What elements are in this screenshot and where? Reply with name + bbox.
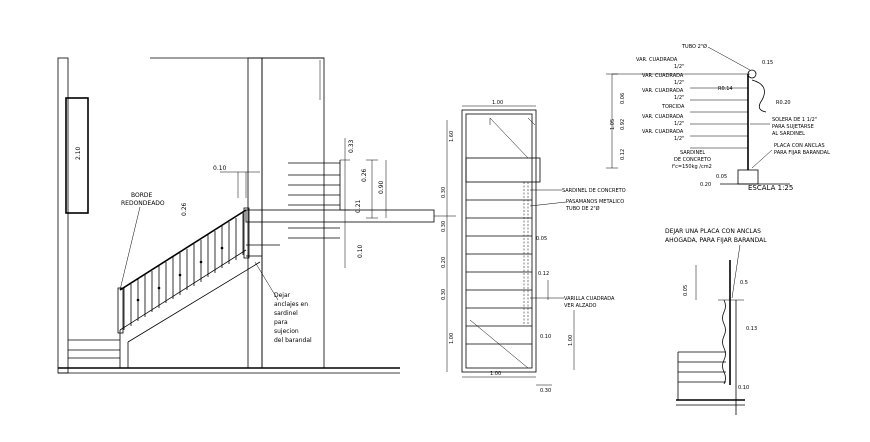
- center-column-b: [261, 57, 325, 369]
- upper-railing: [288, 160, 341, 239]
- dim-0-10-vert: 0.10: [357, 244, 364, 258]
- plan-dim-0-12: 0.12: [538, 271, 549, 277]
- stringer-bottom: [127, 261, 261, 343]
- borde-label-2: REDONDEADO: [121, 200, 165, 207]
- detail-sardinel: [737, 169, 759, 185]
- anchor-dim-0-05: 0.05: [683, 285, 689, 296]
- baluster-knots: [136, 246, 224, 302]
- dim-0-26-b: 0.26: [361, 168, 368, 182]
- detail-sardinel-3: f'c=150kg /cm2: [672, 164, 712, 170]
- center-column-a: [247, 57, 263, 369]
- anchor-dim-0-13: 0.13: [746, 326, 757, 332]
- borde-label-1: BORDE: [131, 192, 153, 199]
- detail-var5: VAR. CUADRADA: [642, 129, 684, 135]
- plan-dim-0-30: 0.30: [540, 388, 551, 394]
- dim-2-10: 2.10: [75, 146, 82, 160]
- detail-v-0-92: 0.92: [620, 119, 626, 130]
- dim-0-33: 0.33: [348, 139, 355, 153]
- detail-var4-size: 1/2": [674, 121, 684, 127]
- detail-solera-3: AL SARDINEL: [772, 131, 805, 137]
- detail-v-0-06: 0.06: [620, 93, 626, 104]
- detail-tube: [747, 69, 757, 79]
- stringer-top: [119, 249, 247, 331]
- detail-var2: VAR. CUADRADA: [642, 73, 684, 79]
- plan-dim-bottom: 1.00: [490, 371, 501, 377]
- landing-slab: [245, 209, 435, 223]
- plan-dim-right: 1.00: [568, 335, 574, 346]
- detail-var4: VAR. CUADRADA: [642, 114, 684, 120]
- anchor-note-1: Dejar: [274, 292, 291, 299]
- detail-solera-1: SOLERA DE 1 1/2": [772, 117, 817, 123]
- plan-dim-left-1: 1.60: [449, 131, 455, 142]
- anchor-note-6: del barandal: [274, 337, 312, 344]
- anchor-note-2: anclajes en: [274, 301, 308, 308]
- detail-sardinel-2: DE CONCRETO: [674, 157, 711, 163]
- stair-plan: 1.60 0.30 0.30 0.20 0.30 1.00 1.00 1.00 …: [434, 100, 626, 394]
- detail-var5-size: 1/2": [674, 136, 684, 142]
- plan-dim-left-6: 1.00: [449, 333, 455, 344]
- plan-label-pasamanos-2: TUBO DE 2"Ø: [565, 205, 600, 212]
- plan-dim-0-10: 0.10: [540, 334, 551, 340]
- plan-treads: [466, 199, 532, 345]
- plan-dim-0-05: 0.05: [536, 236, 547, 242]
- detail-var3-size: 1/2": [674, 95, 684, 101]
- plan-outline: [461, 109, 537, 373]
- detail-sardinel-1: SARDINEL: [680, 150, 705, 156]
- plan-dim-left-4: 0.20: [441, 257, 447, 268]
- anchor-note-5: sujecion: [274, 328, 299, 335]
- detail-var1-size: 1/2": [674, 64, 684, 70]
- plan-dim-left-5: 0.30: [441, 289, 447, 300]
- plan-label-varilla-1: VARILLA CUADRADA: [564, 296, 615, 302]
- stair-elevation: 2.10: [57, 57, 435, 374]
- detail-placa-2: PARA FIJAR BARANDAL: [774, 150, 830, 156]
- dim-0-21: 0.21: [355, 199, 362, 213]
- plan-dim-left-3: 0.30: [441, 221, 447, 232]
- anchor-note-4: para: [274, 319, 288, 326]
- detail-dim-0-20: 0.20: [700, 182, 711, 188]
- detail-solera-2: PARA SUJETARSE: [772, 124, 814, 130]
- detail-tubo: TUBO 2"Ø: [681, 43, 707, 50]
- detail-escala: ESCALA 1:25: [748, 184, 793, 192]
- handrail: [119, 209, 247, 291]
- dim-0-26: 0.26: [181, 202, 188, 216]
- balusters: [123, 213, 244, 330]
- anchor-detail: DEJAR UNA PLACA CON ANCLAS AHOGADA, PARA…: [665, 228, 767, 415]
- detail-placa-1: PLACA CON ANCLAS: [774, 143, 825, 149]
- detail-var3: VAR. CUADRADA: [642, 88, 684, 94]
- anchor-dim-0-10: 0.10: [738, 385, 749, 391]
- detail-dim-0-15: 0.15: [762, 60, 773, 66]
- detail-var2-size: 1/2": [674, 80, 684, 86]
- detail-torcida: TORCIDA: [661, 104, 685, 110]
- dim-0-10-top: 0.10: [213, 165, 227, 172]
- detail-dim-0-05: 0.05: [716, 174, 727, 180]
- anchor-note-line-2: AHOGADA, PARA FIJAR BARANDAL: [665, 237, 767, 244]
- detail-dim-r014: R0.14: [718, 86, 733, 92]
- detail-v-0-12: 0.12: [620, 149, 626, 160]
- detail-dim-r020: R0.20: [776, 100, 791, 106]
- plan-dim-top: 1.00: [492, 100, 503, 106]
- anchor-dim-0-5: 0.5: [740, 280, 748, 286]
- plan-dim-left-2: 0.30: [441, 187, 447, 198]
- plan-label-sardinel: SARDINEL DE CONCRETO: [562, 188, 626, 194]
- anchor-note-3: sardinel: [274, 310, 298, 317]
- plan-label-pasamanos-1: PASAMANOS METALICO: [566, 199, 624, 205]
- detail-var1: VAR. CUADRADA: [636, 57, 678, 63]
- dim-0-90: 0.90: [378, 180, 385, 194]
- railing-detail: 0.06 1.05 0.92 0.12 TUBO 2"Ø VAR. CUADRA…: [606, 43, 830, 192]
- anchor-note-line-1: DEJAR UNA PLACA CON ANCLAS: [665, 228, 761, 235]
- plan-label-varilla-2: VER ALZADO: [564, 303, 597, 309]
- detail-v-1-05: 1.05: [610, 119, 616, 130]
